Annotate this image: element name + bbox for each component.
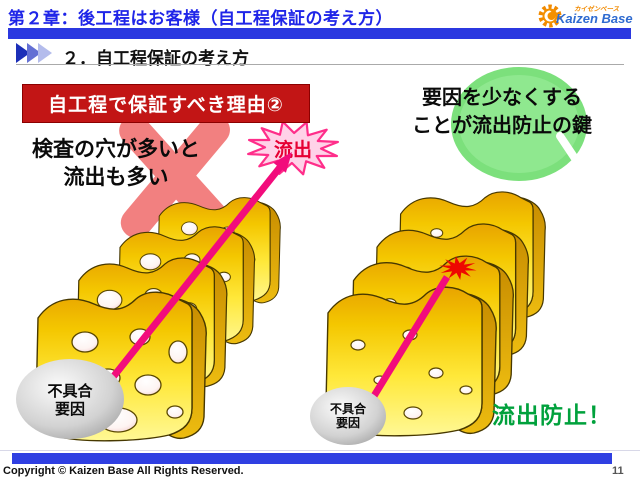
footer-divider — [0, 450, 640, 451]
prevention-text: 流出防止！ — [492, 402, 612, 428]
left-caption: 検査の穴が多いと 流出も多い — [0, 136, 232, 193]
kaizen-base-logo — [538, 2, 638, 30]
left-caption-line2: 流出も多い — [63, 166, 169, 190]
section-chevrons — [16, 42, 616, 64]
defect-label-line2: 要因 — [55, 401, 85, 418]
slide-title: 第２章：後工程はお客様（自工程保証の考え方） — [8, 9, 393, 28]
header-bar — [8, 28, 631, 39]
right-caption-line1: 要因を少なくする — [422, 87, 582, 109]
logo-tagline: カイゼンベース — [574, 6, 620, 13]
reason-box-label: 自工程で保証すべき理由② — [48, 95, 284, 116]
defect-arrow-left — [95, 152, 292, 399]
outflow-burst: 流出 — [247, 120, 339, 176]
footer-copyright: Copyright © Kaizen Base All Rights Reser… — [3, 465, 244, 477]
cheese-illustration: 流出 不具合 要因 不具合 要因 — [16, 67, 588, 445]
gear-icon — [538, 4, 562, 28]
green-blob — [451, 67, 588, 181]
footer-bar — [12, 453, 612, 464]
logo-name: Kaizen Base — [556, 11, 633, 26]
right-caption: 要因を少なくする ことが流出防止の鍵 — [372, 84, 632, 140]
impact-burst — [439, 256, 477, 280]
defect-label-line1: 不具合 — [330, 401, 367, 416]
defect-label-line2: 要因 — [336, 415, 360, 430]
reason-box: 自工程で保証すべき理由② — [22, 84, 310, 123]
defect-cause-left: 不具合 要因 — [16, 359, 124, 439]
defect-cause-right: 不具合 要因 — [310, 387, 386, 445]
chevron-arrows-icon — [16, 43, 52, 63]
section-underline — [16, 64, 624, 65]
x-mark — [119, 114, 232, 239]
section-title: ２．自工程保証の考え方 — [62, 49, 249, 68]
right-caption-line2: ことが流出防止の鍵 — [412, 115, 592, 137]
page-number: 11 — [612, 465, 624, 477]
left-caption-line1: 検査の穴が多いと — [32, 138, 200, 161]
defect-label-line1: 不具合 — [47, 382, 93, 400]
outflow-burst-label: 流出 — [274, 138, 312, 161]
